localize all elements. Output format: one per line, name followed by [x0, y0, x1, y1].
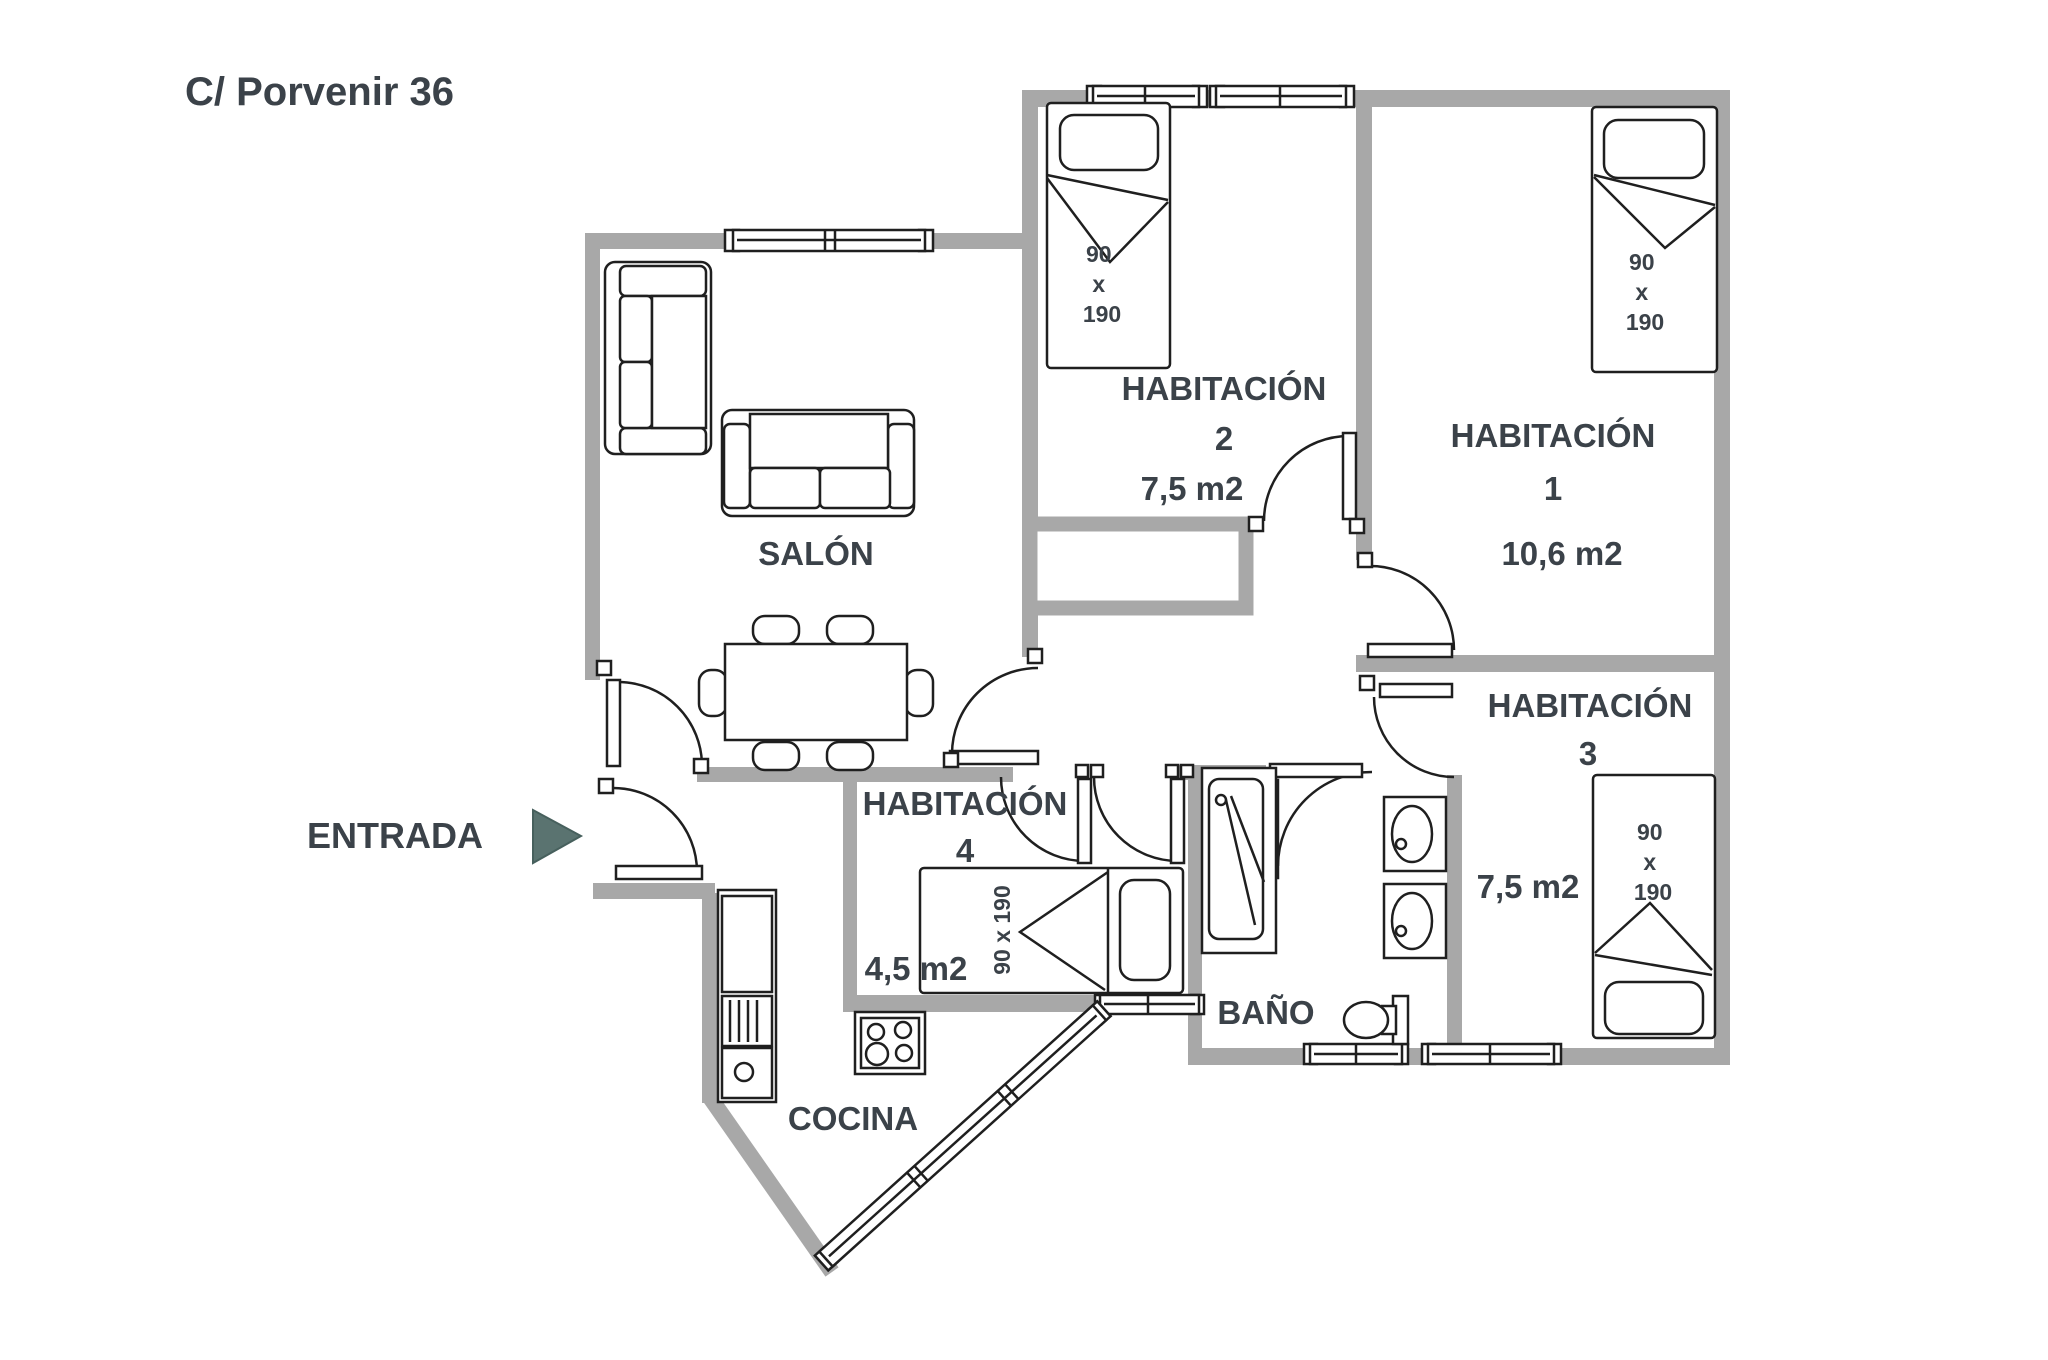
burner: [894, 1043, 914, 1063]
chair: [825, 740, 875, 772]
room-label-cocina: COCINA: [788, 1100, 918, 1137]
chair: [903, 668, 935, 718]
dining-table: [697, 614, 935, 772]
room-label-hab2: HABITACIÓN: [1122, 370, 1327, 407]
bed-hab3: [1591, 773, 1717, 1040]
table-top: [723, 642, 909, 742]
shower: [1200, 766, 1278, 955]
sofa-two-seat-horizontal: [720, 408, 916, 518]
burner: [893, 1020, 913, 1040]
door-arc-hall: [950, 666, 1039, 755]
bed-size-hab4: 90 x 190: [989, 885, 1015, 975]
pillow: [1118, 878, 1172, 982]
window-hab4-south: [1093, 993, 1206, 1016]
sofa-two-seat-vertical: [603, 260, 713, 456]
door-arc-salon: [617, 680, 704, 767]
bed-size-hab1: 90 x 190: [1626, 249, 1664, 335]
door-arc-bano: [1092, 776, 1179, 863]
window-kitchen-diagonal: [813, 999, 1113, 1273]
entrance-label: ENTRADA: [307, 815, 483, 856]
windows: [723, 84, 1563, 1273]
room-number-hab2: 2: [1215, 420, 1233, 457]
door-arc-shower: [1276, 770, 1373, 867]
wall-kitchen-diagonal: [702, 1091, 839, 1277]
bed-hab2: [1045, 101, 1172, 370]
kitchen-fixtures: [716, 888, 927, 1104]
door-leaf-hab1: [1366, 642, 1454, 659]
bed-size-hab3: 90 x 190: [1634, 819, 1672, 905]
stove: [853, 1010, 927, 1076]
beds: [918, 101, 1719, 1040]
room-area-hab2: 7,5 m2: [1141, 470, 1244, 507]
burner: [864, 1041, 890, 1067]
burner: [866, 1022, 886, 1042]
window-hab1-top: [1208, 84, 1356, 109]
door-leaf-hab4: [1076, 777, 1093, 865]
door-leaf-entrance: [614, 864, 704, 881]
room-number-hab1: 1: [1544, 470, 1562, 507]
room-number-hab3: 3: [1579, 735, 1597, 772]
chair: [825, 614, 875, 646]
bathroom-sink: [1382, 795, 1448, 873]
room-label-hab3: HABITACIÓN: [1488, 687, 1693, 724]
wall-hab1-west: [1356, 90, 1372, 560]
bed-hab4: [918, 866, 1185, 995]
room-area-hab4: 4,5 m2: [865, 950, 968, 987]
window-salon-top: [723, 228, 935, 253]
wall-entry-bottom: [593, 883, 715, 899]
wall-hab2-west: [1022, 90, 1038, 532]
window-hab3-bottom: [1420, 1042, 1563, 1066]
door-leaf-hab3: [1378, 682, 1454, 699]
faucet: [733, 1061, 755, 1083]
room-label-hab1: HABITACIÓN: [1451, 417, 1656, 454]
chair: [751, 614, 801, 646]
door-arc-hab1: [1369, 564, 1456, 651]
room-number-hab4: 4: [956, 832, 975, 869]
door-arc-hab3: [1372, 696, 1455, 779]
room-label-salon: SALÓN: [758, 535, 874, 572]
triangle-right-icon: [532, 808, 584, 865]
toilet-bowl: [1342, 1000, 1390, 1040]
salon-furniture: [603, 260, 935, 772]
pillow: [1603, 980, 1705, 1036]
page-title: C/ Porvenir 36: [185, 70, 454, 114]
wall-hab4-west: [843, 775, 857, 1005]
wall-hab3-west: [1447, 775, 1462, 1065]
pillow: [1058, 113, 1160, 172]
room-label-bano: BAÑO: [1217, 994, 1314, 1031]
wall-hab1-hab3-divider: [1356, 655, 1730, 672]
wall-salon-left: [585, 233, 600, 680]
room-area-hab3: 7,5 m2: [1477, 868, 1580, 905]
toilet: [1342, 994, 1410, 1046]
wall-bano-west: [1188, 765, 1202, 1065]
kitchen-counter: [716, 888, 778, 1104]
window-bano-bottom: [1302, 1042, 1410, 1066]
bed-hab1: [1590, 105, 1719, 374]
door-jamb-markers: [595, 515, 1376, 795]
door-leaf-hall: [948, 749, 1040, 766]
door-leaf-hab2: [1341, 431, 1358, 521]
chair: [751, 740, 801, 772]
bathroom-sink: [1382, 882, 1448, 960]
bed-size-hab2: 90 x 190: [1083, 241, 1121, 327]
hall-wardrobe: [1022, 516, 1254, 616]
door-leaf-salon: [605, 678, 622, 768]
room-area-hab1: 10,6 m2: [1501, 535, 1622, 572]
room-label-hab4: HABITACIÓN: [863, 785, 1068, 822]
shower-head: [1214, 793, 1228, 807]
door-leaf-shower-closed: [1268, 762, 1364, 779]
wall-hab4-south: [843, 995, 1103, 1012]
door-arc-hab2: [1262, 434, 1350, 522]
door-arc-entrance: [612, 786, 699, 873]
pillow: [1602, 118, 1706, 180]
bathroom-fixtures: [1200, 766, 1448, 1046]
wall-kitchen-west: [702, 893, 717, 1103]
door-arc-hab4: [999, 776, 1086, 863]
chair: [697, 668, 729, 718]
door-leaf-bano: [1169, 777, 1186, 865]
